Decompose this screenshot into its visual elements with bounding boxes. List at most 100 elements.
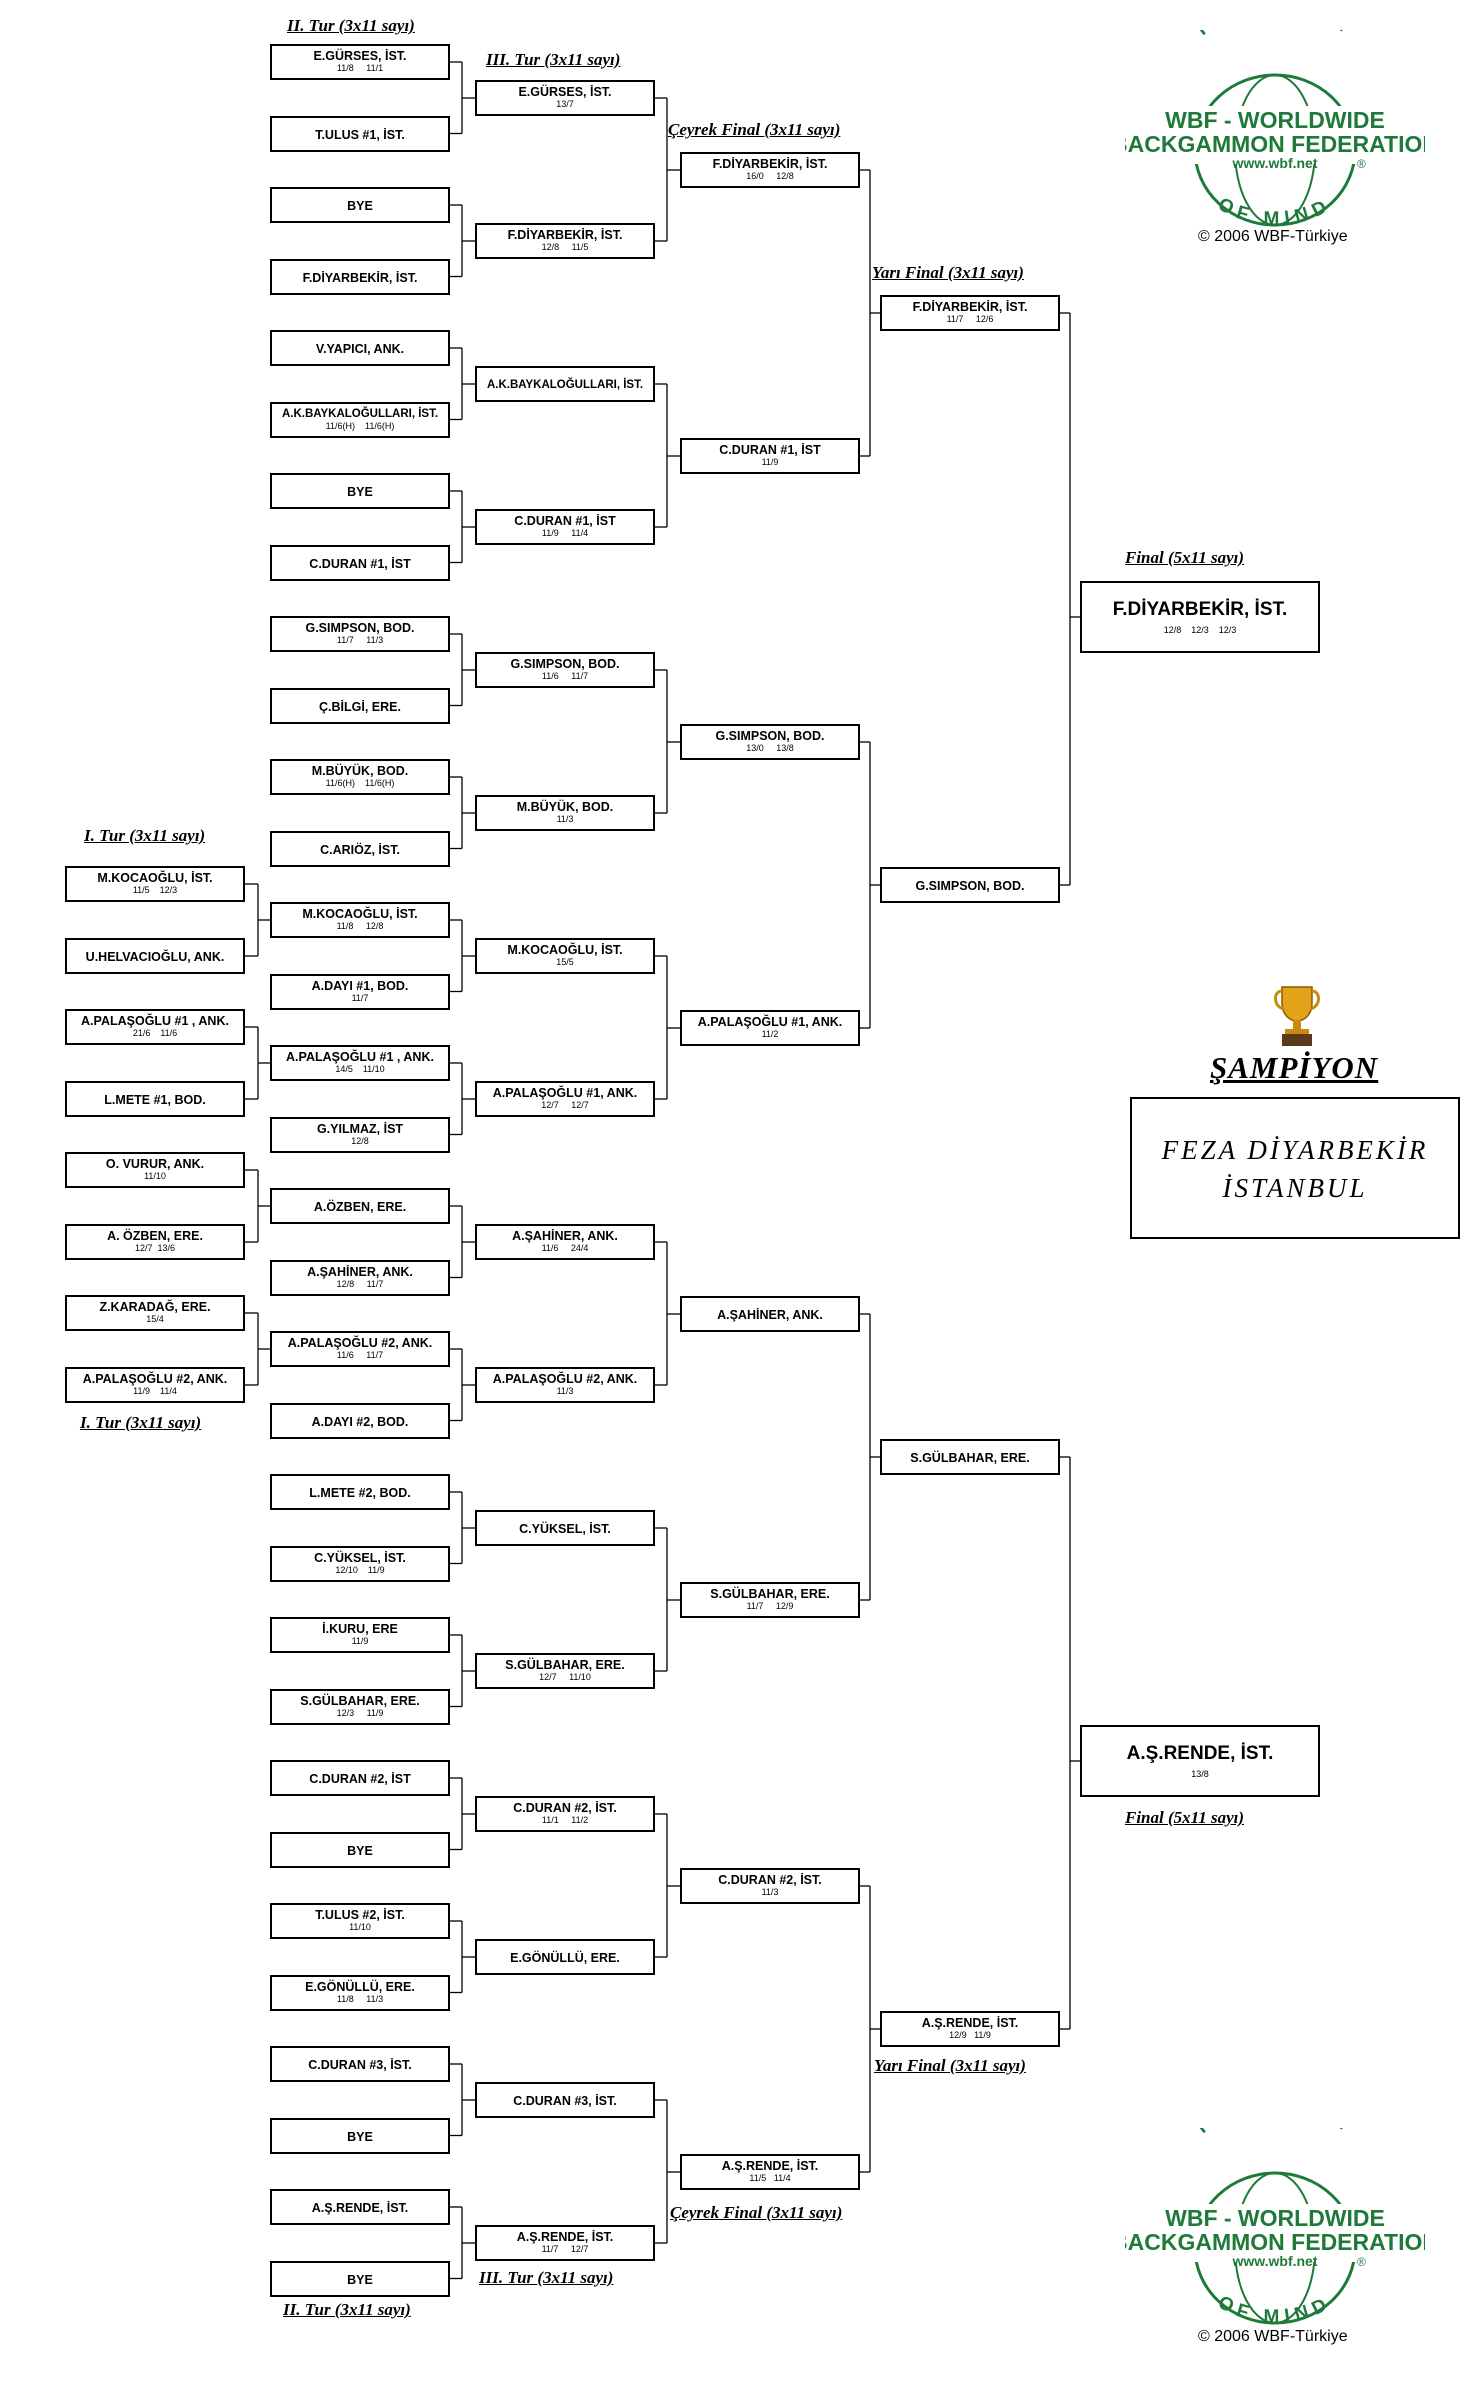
player-name: BYE [347,2130,373,2144]
final-box-bottom: A.Ş.RENDE, İST.13/8 [1080,1725,1320,1797]
match-score: 11/2 [761,1029,779,1039]
player-name: A.Ş.RENDE, İST. [516,2230,614,2244]
round2-label-bottom: II. Tur (3x11 sayı) [283,2300,411,2319]
match-score: 12/7 13/6 [134,1243,176,1253]
match-score: 11/1 11/2 [541,1815,589,1825]
player-name: A.PALAŞOĞLU #1, ANK. [697,1015,843,1029]
player-name: E.GÖNÜLLÜ, ERE. [510,1951,620,1965]
r1-match-box: L.METE #1, BOD. [65,1081,245,1117]
logo-arc-bottom: OF MIND [1214,2292,1329,2328]
match-score: 11/10 [144,1171,166,1181]
match-score: 11/7 [351,993,369,1003]
quarter-label-top: Çeyrek Final (3x11 sayı) [668,120,841,139]
logo-line2: BACKGAMMON FEDERATION [1125,2229,1425,2255]
match-score: 11/6 11/7 [336,1350,384,1360]
match-score: 12/10 11/9 [335,1565,385,1575]
logo-arc-bottom: OF MIND [1214,194,1329,229]
r3-match-box: M.BÜYÜK, BOD.11/3 [475,795,655,831]
r2-match-box: V.YAPICI, ANK. [270,330,450,366]
player-name: S.GÜLBAHAR, ERE. [300,1694,420,1708]
player-name: A.ÖZBEN, ERE. [313,1200,407,1214]
r2-match-box: E.GÖNÜLLÜ, ERE.11/8 11/3 [270,1975,450,2011]
match-score: 12/8 [351,1136,369,1146]
player-name: A.Ş.RENDE, İST. [921,2016,1019,2030]
match-score: 11/9 [351,1636,369,1646]
player-name: M.KOCAOĞLU, İST. [302,907,418,921]
player-name: G.SIMPSON, BOD. [305,621,415,635]
player-name: BYE [347,199,373,213]
final-label-bottom: Final (5x11 sayı) [1125,1808,1245,1827]
match-score: 11/6 11/7 [541,671,589,681]
r2-match-box: S.GÜLBAHAR, ERE.12/3 11/9 [270,1689,450,1725]
player-name: C.DURAN #2, İST [309,1772,411,1786]
r2-match-box: Ç.BİLGİ, ERE. [270,688,450,724]
player-name: F.DİYARBEKİR, İST. [1112,599,1288,620]
qf-match-box: G.SIMPSON, BOD.13/0 13/8 [680,724,860,760]
logo-url: www.wbf.net [1231,2253,1317,2269]
player-name: L.METE #2, BOD. [309,1486,411,1500]
player-name: C.DURAN #1, İST [309,557,411,571]
qf-match-box: A.Ş.RENDE, İST.11/5 11/4 [680,2154,860,2190]
semi-label-bottom: Yarı Final (3x11 sayı) [874,2056,1026,2075]
r3-match-box: A.K.BAYKALOĞULLARI, İST. [475,366,655,402]
r3-match-box: C.DURAN #2, İST.11/1 11/2 [475,1796,655,1832]
r3-match-box: G.SIMPSON, BOD.11/6 11/7 [475,652,655,688]
wbf-logo-bottom: THE SPORT WBF - WORLDWIDE BACKGAMMON FED… [1125,2128,1425,2328]
player-name: A.ŞAHİNER, ANK. [307,1265,413,1279]
qf-match-box: A.ŞAHİNER, ANK. [680,1296,860,1332]
match-score: 11/7 12/7 [541,2244,589,2254]
player-name: L.METE #1, BOD. [104,1093,206,1107]
r2-match-box: C.ARIÖZ, İST. [270,831,450,867]
player-name: E.GÜRSES, İST. [518,85,612,99]
player-name: A.DAYI #2, BOD. [311,1415,409,1429]
r3-match-box: C.YÜKSEL, İST. [475,1510,655,1546]
r2-match-box: BYE [270,473,450,509]
copyright-top: © 2006 WBF-Türkiye [1198,228,1348,245]
r2-match-box: A.PALAŞOĞLU #1 , ANK.14/5 11/10 [270,1045,450,1081]
player-name: C.ARIÖZ, İST. [320,843,400,857]
player-name: BYE [347,1844,373,1858]
player-name: BYE [347,2273,373,2287]
semi-label-top: Yarı Final (3x11 sayı) [872,263,1024,282]
r2-match-box: A.ŞAHİNER, ANK.12/8 11/7 [270,1260,450,1296]
player-name: S.GÜLBAHAR, ERE. [505,1658,625,1672]
match-score: 12/8 11/5 [541,242,589,252]
player-name: C.YÜKSEL, İST. [519,1522,611,1536]
match-score: 11/7 12/6 [946,314,994,324]
sf-match-box: G.SIMPSON, BOD. [880,867,1060,903]
player-name: G.SIMPSON, BOD. [510,657,620,671]
svg-text:THE SPORT: THE SPORT [1190,2128,1359,2140]
player-name: C.DURAN #1, İST [719,443,821,457]
round3-label-top: III. Tur (3x11 sayı) [486,50,621,69]
r2-match-box: A.DAYI #1, BOD.11/7 [270,974,450,1010]
r3-match-box: E.GÖNÜLLÜ, ERE. [475,1939,655,1975]
player-name: A.PALAŞOĞLU #2, ANK. [82,1372,228,1386]
r2-match-box: G.SIMPSON, BOD.11/7 11/3 [270,616,450,652]
player-name: Z.KARADAĞ, ERE. [99,1300,211,1314]
r2-match-box: F.DİYARBEKİR, İST. [270,259,450,295]
match-score: 11/8 12/8 [336,921,384,931]
r1-match-box: Z.KARADAĞ, ERE.15/4 [65,1295,245,1331]
r3-match-box: A.ŞAHİNER, ANK.11/6 24/4 [475,1224,655,1260]
match-score: 11/6(H) 11/6(H) [325,421,395,431]
sf-match-box: A.Ş.RENDE, İST.12/9 11/9 [880,2011,1060,2047]
player-name: A.K.BAYKALOĞULLARI, İST. [281,408,439,420]
player-name: F.DİYARBEKİR, İST. [507,228,623,242]
player-name: F.DİYARBEKİR, İST. [712,157,828,171]
player-name: F.DİYARBEKİR, İST. [302,271,418,285]
match-score: 12/7 11/10 [539,1672,591,1682]
final-label-top: Final (5x11 sayı) [1125,548,1245,567]
copyright-bottom: © 2006 WBF-Türkiye [1198,2328,1348,2345]
player-name: E.GÜRSES, İST. [313,49,407,63]
r3-match-box: A.PALAŞOĞLU #1, ANK.12/7 12/7 [475,1081,655,1117]
match-score: 11/5 12/3 [132,885,178,895]
r2-match-box: A.PALAŞOĞLU #2, ANK.11/6 11/7 [270,1331,450,1367]
match-score: 15/5 [556,957,574,967]
match-score: 11/5 11/4 [749,2173,791,2183]
r2-match-box: C.DURAN #2, İST [270,1760,450,1796]
round2-label-top: II. Tur (3x11 sayı) [287,16,415,35]
match-score: 13/8 [1191,1769,1209,1779]
player-name: O. VURUR, ANK. [105,1157,205,1171]
player-name: C.DURAN #2, İST. [513,1801,617,1815]
